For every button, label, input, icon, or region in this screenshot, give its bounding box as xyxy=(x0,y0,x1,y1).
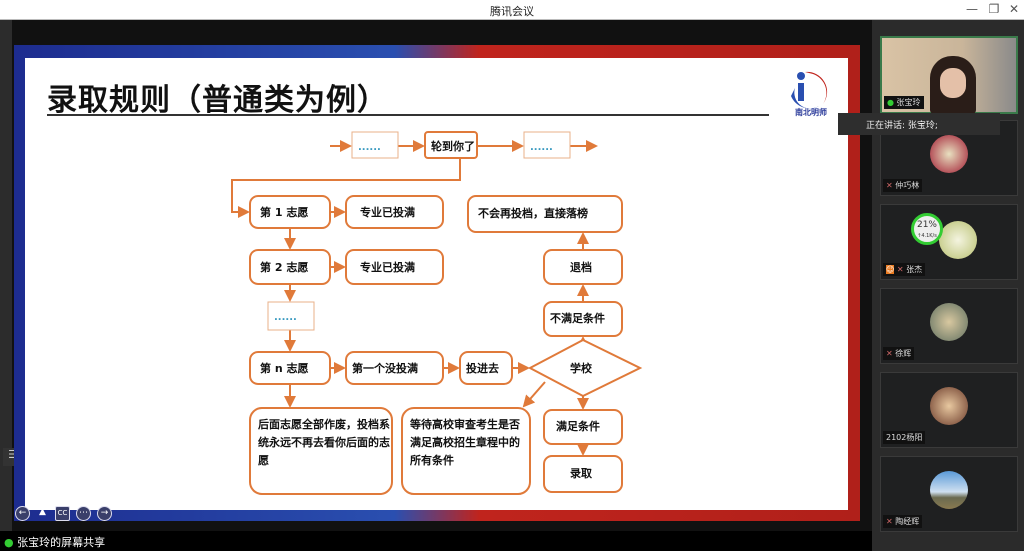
bottom-bar xyxy=(0,531,872,551)
participant-tile[interactable]: ✕ 陶经辉 xyxy=(880,456,1018,532)
mic-muted-icon: ✕ xyxy=(886,517,893,526)
participant-name: ✕ 徐辉 xyxy=(883,347,915,360)
next-icon[interactable]: → xyxy=(97,506,112,521)
minimize-button[interactable]: — xyxy=(966,2,978,16)
participant-name-text: 仲巧林 xyxy=(895,181,920,190)
wait-review-line-3: 所有条件 xyxy=(410,453,454,467)
speaking-indicator: 正在讲话: 张宝玲; xyxy=(838,113,1000,135)
flow-boxes xyxy=(249,131,643,495)
title-bar: 腾讯会议 — ❐ ✕ xyxy=(0,0,1024,20)
participant-name-text: 徐辉 xyxy=(895,349,912,358)
start-node: 轮到你了 xyxy=(431,139,475,153)
participant-name: ✕ 陶经辉 xyxy=(883,515,923,528)
later-void-line-2: 统永远不再去看你后面的志 xyxy=(258,435,390,449)
not-meet-node: 不满足条件 xyxy=(550,311,605,325)
network-indicator: 21% ↑4.1K/s xyxy=(911,213,943,245)
more-icon[interactable]: ⋯ xyxy=(76,506,91,521)
full-2: 专业已投满 xyxy=(360,260,415,274)
window-title: 腾讯会议 xyxy=(490,5,534,18)
left-strip xyxy=(0,20,12,531)
avatar xyxy=(939,221,977,259)
ellipsis-box-2: ...... xyxy=(530,142,553,153)
avatar xyxy=(930,135,968,173)
slide-title: 录取规则（普通类为例） xyxy=(47,83,388,118)
participant-tile[interactable]: 2102杨阳 xyxy=(880,372,1018,448)
admitted-node: 录取 xyxy=(570,467,592,480)
title-underline xyxy=(47,114,769,116)
school-decision: 学校 xyxy=(570,361,593,375)
flow-arrows xyxy=(231,140,598,456)
restore-button[interactable]: ❐ xyxy=(988,2,1000,16)
pointer-icon[interactable]: ▲ xyxy=(39,507,46,517)
participant-tile[interactable]: ✕ 徐辉 xyxy=(880,288,1018,364)
close-button[interactable]: ✕ xyxy=(1008,2,1020,16)
meet-node: 满足条件 xyxy=(556,419,600,433)
flowchart: ...... ...... ...... 轮到你了 第 1 志愿 专业已投满 第… xyxy=(231,131,643,495)
full-1: 专业已投满 xyxy=(360,205,415,219)
later-void-line-3: 愿 xyxy=(258,454,269,467)
mic-icon: ● xyxy=(4,536,14,549)
network-percent: 21% xyxy=(916,220,937,230)
participant-name-text: 陶经辉 xyxy=(895,517,920,526)
participant-name: ● 张宝玲 xyxy=(884,96,924,109)
participant-name-text: 张宝玲 xyxy=(896,98,921,107)
prev-icon[interactable]: ← xyxy=(15,506,30,521)
cc-icon[interactable]: CC xyxy=(55,506,70,521)
network-rate: ↑4.1K/s xyxy=(917,233,937,239)
later-void-line-1: 后面志愿全部作废，投档系 xyxy=(258,417,390,431)
avatar xyxy=(930,303,968,341)
mic-muted-icon: ✕ xyxy=(886,181,893,190)
no-more-node: 不会再投档，直接落榜 xyxy=(478,206,588,220)
wait-review-line-1: 等待高校审查考生是否 xyxy=(409,417,520,431)
mic-muted-icon: ✕ xyxy=(896,265,904,274)
participant-name: ✕ 仲巧林 xyxy=(883,179,923,192)
avatar xyxy=(930,387,968,425)
submitted: 投进去 xyxy=(466,361,499,375)
choice-2: 第 2 志愿 xyxy=(260,260,308,274)
face xyxy=(940,68,966,98)
ellipsis-box-3: ...... xyxy=(274,312,297,323)
logo-icon xyxy=(791,71,828,109)
participant-tile[interactable]: ● 张宝玲 xyxy=(880,36,1018,114)
participant-name-text: 张杰 xyxy=(906,265,923,274)
participant-name: ☺ ✕ 张杰 xyxy=(883,263,926,276)
ellipsis-box-1: ...... xyxy=(358,142,381,153)
choice-1: 第 1 志愿 xyxy=(260,205,308,219)
mic-muted-icon: ✕ xyxy=(886,349,893,358)
wait-review-line-2: 满足高校招生章程中的 xyxy=(410,435,520,449)
returned-node: 退档 xyxy=(570,260,592,274)
participant-name: 2102杨阳 xyxy=(883,431,926,444)
share-label: ● 张宝玲的屏幕共享 xyxy=(4,534,105,550)
first-not-full: 第一个没投满 xyxy=(352,361,418,375)
mic-on-icon: ● xyxy=(887,98,894,107)
share-label-text: 张宝玲的屏幕共享 xyxy=(17,536,106,549)
avatar xyxy=(930,471,968,509)
choice-n: 第 n 志愿 xyxy=(260,361,309,375)
host-icon: ☺ xyxy=(886,265,895,274)
logo-text: 南北明师 xyxy=(795,108,827,117)
participant-tile[interactable]: 21% ↑4.1K/s ☺ ✕ 张杰 xyxy=(880,204,1018,280)
